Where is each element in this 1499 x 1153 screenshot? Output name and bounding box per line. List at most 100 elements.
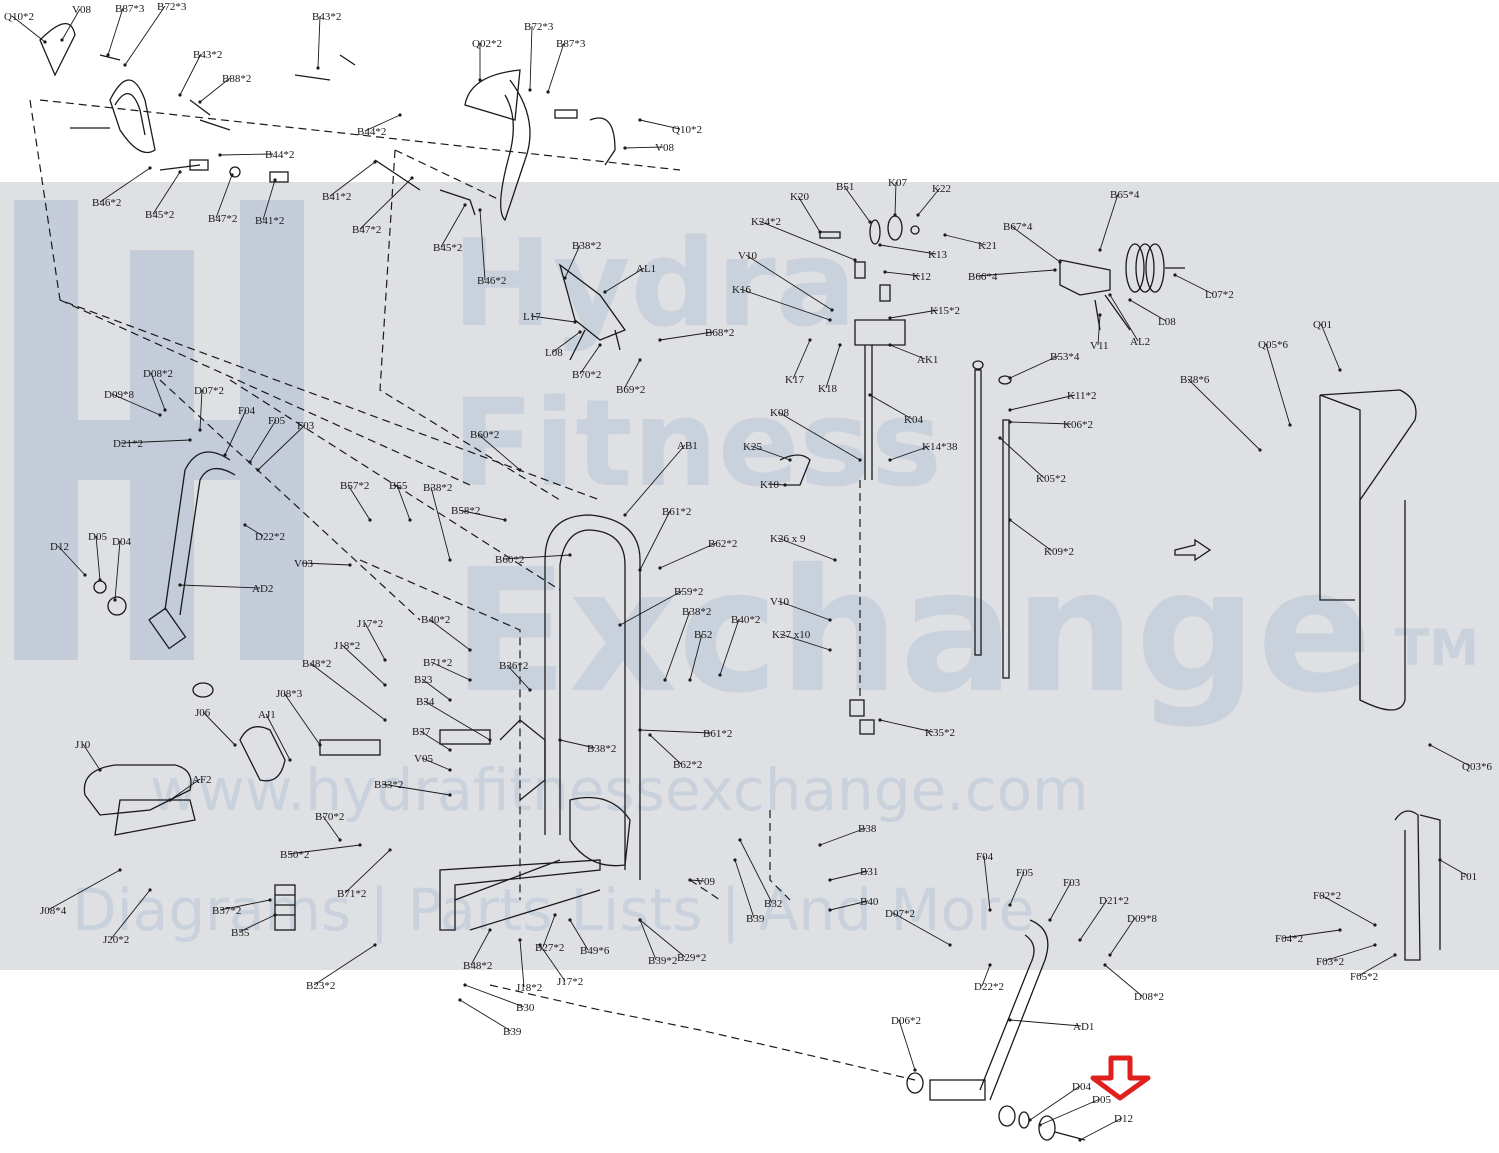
leader-line: [542, 914, 556, 948]
part-label: D09*8: [104, 389, 134, 401]
part-label: B50*2: [280, 849, 309, 861]
part-label: B71*2: [337, 888, 366, 900]
leader-line: [1029, 1085, 1081, 1121]
leader-line: [152, 171, 181, 215]
part-label: D12: [50, 541, 69, 553]
leader-line: [110, 889, 151, 940]
leader-line: [421, 678, 451, 701]
leader-line: [364, 114, 401, 132]
part-label: K10: [760, 479, 779, 491]
leader-dot: [178, 93, 182, 97]
part-label: K12: [912, 271, 931, 283]
leader-line: [777, 411, 861, 461]
leader-dot: [1438, 858, 1442, 862]
leader-dot: [448, 793, 452, 797]
leader-line: [359, 177, 413, 230]
leader-line: [917, 187, 941, 216]
leader-dot: [988, 908, 992, 912]
leader-dot: [468, 648, 472, 652]
part-label: B70*2: [315, 811, 344, 823]
leader-line: [1079, 899, 1108, 941]
part-label: K11*2: [1067, 390, 1097, 402]
leader-dot: [783, 483, 787, 487]
leader-line: [464, 984, 525, 1008]
leader-dot: [178, 170, 182, 174]
leader-dot: [198, 428, 202, 432]
part-label: AD2: [252, 583, 273, 595]
leader-dot: [83, 573, 87, 577]
back-pad: [239, 726, 491, 782]
part-label: D08*2: [1134, 991, 1164, 1003]
leader-line: [111, 393, 161, 416]
leader-dot: [943, 233, 947, 237]
leader-line: [219, 899, 271, 911]
leader-dot: [448, 558, 452, 562]
leader-line: [981, 964, 991, 987]
leader-line: [459, 999, 512, 1032]
leader-dot: [998, 436, 1002, 440]
leader-line: [440, 204, 466, 248]
leader-line: [423, 700, 491, 741]
leader-line: [479, 209, 486, 281]
leader-line: [750, 445, 791, 461]
part-label: V09: [696, 876, 715, 888]
leader-dot: [828, 318, 832, 322]
leader-line: [1439, 859, 1469, 877]
part-label: B48*2: [463, 960, 492, 972]
leader-line: [1097, 314, 1101, 346]
leader-dot: [198, 100, 202, 104]
part-label: B44*2: [265, 149, 294, 161]
part-label: F04: [238, 405, 256, 417]
part-label: K18: [818, 383, 837, 395]
leader-line: [879, 244, 937, 255]
leader-dot: [553, 913, 557, 917]
leader-dot: [273, 913, 277, 917]
leader-dot: [878, 718, 882, 722]
leader-dot: [478, 78, 482, 82]
part-label: K17: [785, 374, 804, 386]
leader-line: [1009, 394, 1076, 411]
leader-dot: [1053, 268, 1057, 272]
leader-line: [829, 900, 869, 911]
leader-line: [739, 839, 773, 904]
leader-line: [502, 554, 571, 560]
leader-line: [619, 590, 683, 626]
leader-dot: [98, 768, 102, 772]
assembly-guide-lines: [29, 99, 916, 1081]
leader-line: [604, 267, 645, 293]
leader-line: [719, 618, 740, 676]
leader-line: [639, 919, 686, 958]
watermark-line1: Hydra: [452, 215, 857, 354]
leader-line: [262, 179, 276, 221]
leader-dot: [828, 648, 832, 652]
part-label: L17: [523, 311, 541, 323]
leader-line: [1049, 881, 1072, 921]
part-label: K05*2: [1036, 473, 1066, 485]
leader-dot: [1008, 420, 1012, 424]
watermark-tagline: Diagrams | Parts Lists | And More: [72, 876, 1034, 944]
part-label: B34: [416, 696, 435, 708]
part-label: AL2: [1130, 336, 1150, 348]
leader-dot: [623, 513, 627, 517]
leader-line: [1282, 929, 1341, 939]
leader-dot: [1108, 293, 1112, 297]
bracket-f01: [1394, 810, 1441, 961]
part-label: B38*2: [682, 606, 711, 618]
leader-dot: [118, 868, 122, 872]
part-label: L08: [545, 347, 563, 359]
leader-dot: [1338, 928, 1342, 932]
leader-dot: [488, 928, 492, 932]
leader-dot: [568, 553, 572, 557]
leader-dot: [623, 146, 627, 150]
leader-dot: [808, 338, 812, 342]
part-label: AF2: [192, 774, 212, 786]
leader-dot: [828, 618, 832, 622]
leader-line: [639, 729, 712, 734]
leader-dot: [638, 568, 642, 572]
leader-line: [639, 119, 681, 130]
leader-line: [564, 244, 581, 279]
leader-dot: [1008, 1018, 1012, 1022]
leader-line: [1009, 871, 1025, 906]
part-label: V10: [770, 596, 789, 608]
